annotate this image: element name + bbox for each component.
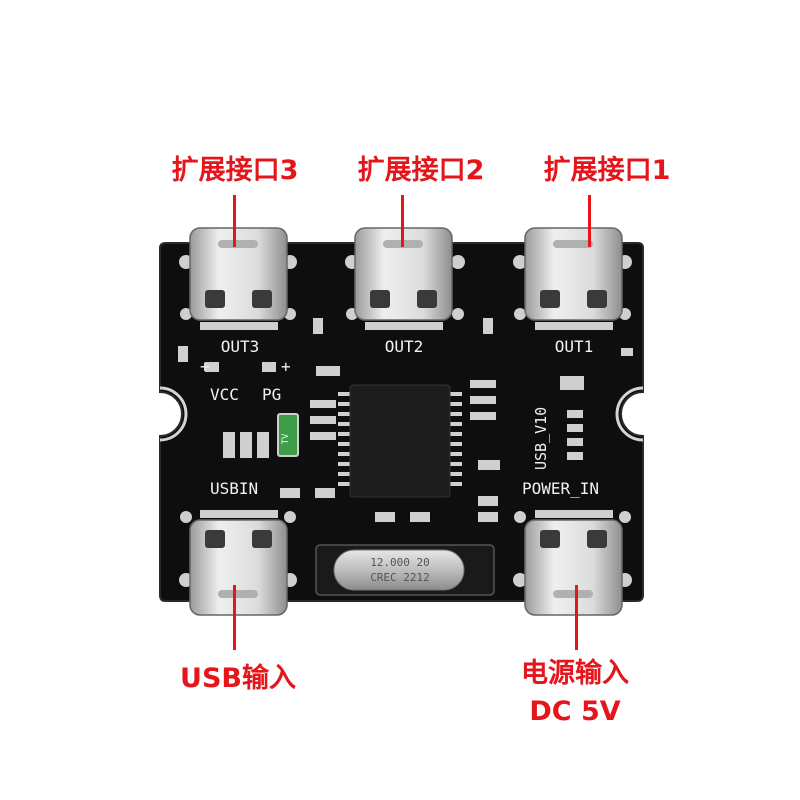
tvs-diode	[277, 413, 299, 457]
callout-usb-input: USB输入	[180, 663, 296, 694]
usb-c-connector-out3	[189, 227, 288, 321]
silk-version: USB_V10	[532, 407, 550, 470]
usb-c-connector-out2	[354, 227, 453, 321]
leader-out2	[401, 195, 404, 247]
leader-out3	[233, 195, 236, 247]
silk-out1: OUT1	[555, 337, 594, 356]
leader-usb-in	[233, 585, 236, 650]
silk-usbin: USBIN	[210, 479, 258, 498]
crystal-text-frequency: 12.000 20	[370, 556, 430, 569]
callout-power-input: 电源输入	[521, 658, 629, 689]
callout-expansion-port-2: 扩展接口2	[357, 155, 485, 186]
usb-c-connector-out1	[524, 227, 623, 321]
silk-power-in: POWER_IN	[522, 479, 599, 498]
silk-plus-1: +	[200, 357, 210, 376]
callout-expansion-port-3: 扩展接口3	[171, 155, 299, 186]
silk-out3: OUT3	[221, 337, 260, 356]
crystal-text-code: CREC 2212	[370, 571, 430, 584]
silk-tv: TV	[281, 433, 291, 444]
connector-pins-top	[200, 322, 613, 330]
silk-out2: OUT2	[385, 337, 424, 356]
leader-power-in	[575, 585, 578, 650]
leader-out1	[588, 195, 591, 247]
callout-expansion-port-1: 扩展接口1	[543, 155, 671, 186]
silk-vcc: VCC	[210, 385, 239, 404]
callout-power-voltage: DC 5V	[529, 696, 621, 727]
hub-controller-ic	[338, 384, 462, 498]
smd-components	[178, 318, 633, 522]
silk-pg: PG	[262, 385, 281, 404]
silk-plus-2: +	[281, 357, 291, 376]
crystal-oscillator: 12.000 20 CREC 2212	[315, 544, 495, 596]
usb-c-connector-usbin	[189, 510, 288, 616]
usb-c-connector-power-in	[524, 510, 623, 616]
